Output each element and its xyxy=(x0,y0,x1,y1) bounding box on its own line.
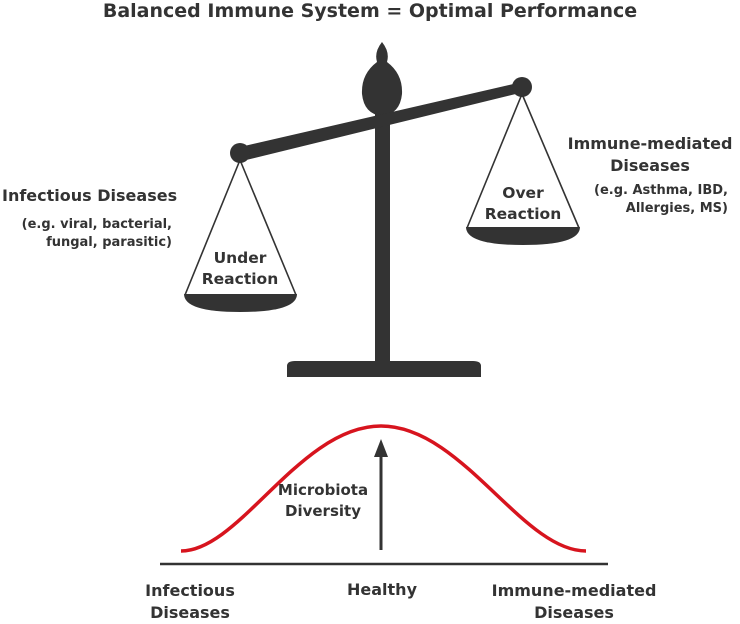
right-pan xyxy=(466,227,580,245)
axis-label-right-line2: Diseases xyxy=(534,603,614,622)
right-examples-line1: (e.g. Asthma, IBD, xyxy=(594,183,728,198)
left-pan-label: Under Reaction xyxy=(190,248,290,290)
right-examples: (e.g. Asthma, IBD, Allergies, MS) xyxy=(575,182,728,218)
balance-scale xyxy=(184,42,580,377)
left-pan xyxy=(184,294,297,312)
right-pivot-knob xyxy=(512,77,532,97)
health-curve xyxy=(180,424,587,553)
right-pan-label-line1: Over xyxy=(502,184,544,202)
left-pan-label-line1: Under xyxy=(213,249,267,267)
axis-label-right: Immune-mediated Diseases xyxy=(490,580,658,624)
left-examples-line1: (e.g. viral, bacterial, xyxy=(21,217,172,232)
left-pivot-knob xyxy=(230,143,250,163)
left-pan-label-line2: Reaction xyxy=(201,270,279,288)
axis-label-left-line1: Infectious xyxy=(145,581,235,600)
axis-label-middle: Healthy xyxy=(347,580,417,599)
left-examples-line2: fungal, parasitic) xyxy=(46,235,172,250)
scale-base xyxy=(287,361,481,377)
axis-label-left-line2: Diseases xyxy=(150,603,230,622)
right-heading-line1: Immune-mediated xyxy=(567,134,733,153)
left-pan-string-left xyxy=(184,159,241,296)
right-heading-line2: Diseases xyxy=(610,156,690,175)
arrow-label-line2: Diversity xyxy=(285,502,361,520)
left-pan-string-right xyxy=(239,159,297,296)
right-pan-label: Over Reaction xyxy=(473,183,573,225)
scale-pillar xyxy=(375,108,390,364)
right-pan-string-left xyxy=(466,93,523,229)
arrow-label-line1: Microbiota xyxy=(277,481,369,499)
health-curve-graph xyxy=(160,424,608,566)
left-heading: Infectious Diseases xyxy=(2,186,178,205)
arrow-head xyxy=(374,439,388,457)
left-examples: (e.g. viral, bacterial, fungal, parasiti… xyxy=(2,216,172,252)
scale-beam xyxy=(240,82,524,161)
right-pan-string-right xyxy=(521,93,580,229)
axis-label-right-line1: Immune-mediated xyxy=(491,581,657,600)
right-pan-label-line2: Reaction xyxy=(484,205,562,223)
right-examples-line2: Allergies, MS) xyxy=(625,201,728,216)
scale-finial xyxy=(361,42,403,116)
axis-label-left: Infectious Diseases xyxy=(120,580,260,624)
arrow-label: Microbiota Diversity xyxy=(268,480,378,522)
page-title: Balanced Immune System = Optimal Perform… xyxy=(102,0,638,22)
right-heading: Immune-mediated Diseases xyxy=(565,133,735,177)
